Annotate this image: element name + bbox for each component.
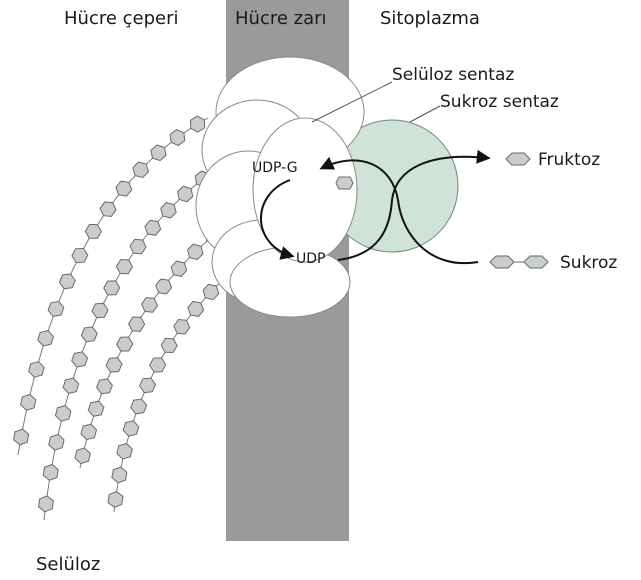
glucose-monomer-hexagon-icon bbox=[105, 357, 123, 373]
udp-to-fructose-arrow bbox=[337, 149, 491, 261]
cellulose-synthase-complex bbox=[195, 56, 365, 318]
glucose-monomer-hexagon-icon bbox=[20, 393, 37, 411]
udpg-label: UDP-G bbox=[252, 160, 298, 176]
glucose-monomer-hexagon-icon bbox=[71, 351, 89, 368]
glucose-monomer-hexagon-icon bbox=[187, 300, 205, 317]
glucose-monomer-hexagon-icon bbox=[189, 115, 206, 133]
glucose-monomer-hexagon-icon bbox=[130, 398, 148, 415]
cellulose-label: Selüloz bbox=[36, 554, 100, 575]
glucose-monomer-hexagon-icon bbox=[149, 357, 167, 373]
glucose-monomer-hexagon-icon bbox=[141, 297, 159, 313]
glucose-monomer-hexagon-icon bbox=[99, 201, 117, 217]
glucose-monomer-hexagon-icon bbox=[132, 161, 149, 179]
glucose-monomer-hexagon-icon bbox=[115, 180, 133, 197]
glucose-monomer-hexagon-icon bbox=[91, 302, 109, 319]
glucose-monomer-hexagon-icon bbox=[54, 405, 72, 422]
sucrose-synthase-label: Sukroz sentaz bbox=[440, 92, 559, 112]
udp-label: UDP bbox=[296, 251, 325, 267]
glucose-monomer-hexagon-icon bbox=[176, 185, 194, 203]
glucose-monomer-hexagon-icon bbox=[107, 490, 124, 508]
cellulose-chain-backbone bbox=[17, 117, 209, 456]
glucose-monomer-hexagon-icon bbox=[74, 447, 91, 465]
sucrose-icon bbox=[489, 255, 549, 269]
glucose-monomer-hexagon-icon bbox=[48, 433, 65, 451]
cytoplasm-label: Sitoplazma bbox=[380, 8, 480, 29]
sucrose-label: Sukroz bbox=[560, 253, 617, 273]
glucose-monomer-hexagon-icon bbox=[122, 420, 140, 437]
cell-membrane-label: Hücre zarı bbox=[235, 8, 327, 29]
glucose-monomer-hexagon-icon bbox=[139, 377, 157, 394]
glucose-monomer-hexagon-icon bbox=[150, 144, 167, 162]
glucose-monomer-hexagon-icon bbox=[173, 318, 191, 335]
glucose-monomer-hexagon-icon bbox=[47, 300, 65, 317]
sucrose-synthase-leader bbox=[409, 105, 441, 123]
glucose-monomer-hexagon-icon bbox=[111, 466, 128, 484]
glucose-monomer-hexagon-icon bbox=[170, 260, 188, 277]
glucose-hexagon-icon bbox=[335, 176, 354, 190]
cellulose-chain-backbone bbox=[79, 227, 223, 469]
glucose-monomer-hexagon-icon bbox=[169, 129, 186, 147]
glucose-monomer-hexagon-icon bbox=[80, 423, 98, 441]
cellulose-synthase-label: Selüloz sentaz bbox=[392, 65, 514, 85]
glucose-monomer-hexagon-icon bbox=[62, 377, 80, 394]
cellulose-chains bbox=[13, 115, 237, 521]
glucose-monomer-hexagon-icon bbox=[103, 280, 121, 296]
cellulose-synthase-leader bbox=[311, 81, 393, 123]
glucose-monomer-hexagon-icon bbox=[144, 219, 162, 236]
glucose-monomer-hexagon-icon bbox=[129, 238, 147, 255]
glucose-monomer-hexagon-icon bbox=[84, 223, 102, 239]
glucose-monomer-hexagon-icon bbox=[187, 243, 204, 261]
fructose-label: Fruktoz bbox=[538, 150, 600, 170]
glucose-monomer-hexagon-icon bbox=[115, 258, 133, 275]
glucose-monomer-hexagon-icon bbox=[87, 400, 105, 417]
fructose-hexagon-icon bbox=[505, 152, 531, 166]
glucose-monomer-hexagon-icon bbox=[42, 463, 59, 481]
glucose-monomer-hexagon-icon bbox=[28, 361, 45, 378]
glucose-monomer-hexagon-icon bbox=[160, 202, 177, 219]
glucose-monomer-hexagon-icon bbox=[38, 495, 54, 513]
glucose-monomer-hexagon-icon bbox=[13, 428, 30, 446]
glucose-monomer-hexagon-icon bbox=[58, 273, 76, 290]
glucose-monomer-hexagon-icon bbox=[96, 378, 113, 395]
cellulose-chain-backbone bbox=[113, 267, 237, 513]
synthase-lobe bbox=[252, 117, 358, 263]
glucose-monomer-hexagon-icon bbox=[160, 337, 178, 354]
glucose-monomer-hexagon-icon bbox=[116, 336, 134, 352]
udpg-to-udp-arrow bbox=[260, 179, 295, 260]
glucose-monomer-hexagon-icon bbox=[116, 442, 133, 460]
glucose-monomer-hexagon-icon bbox=[202, 283, 220, 301]
sucrose-to-udpg-arrow bbox=[319, 156, 479, 265]
glucose-monomer-hexagon-icon bbox=[155, 278, 173, 295]
cell-wall-label: Hücre çeperi bbox=[64, 8, 179, 29]
glucose-monomer-hexagon-icon bbox=[80, 326, 98, 343]
glucose-monomer-hexagon-icon bbox=[37, 330, 54, 347]
glucose-monomer-hexagon-icon bbox=[128, 316, 146, 332]
glucose-monomer-hexagon-icon bbox=[71, 247, 89, 264]
